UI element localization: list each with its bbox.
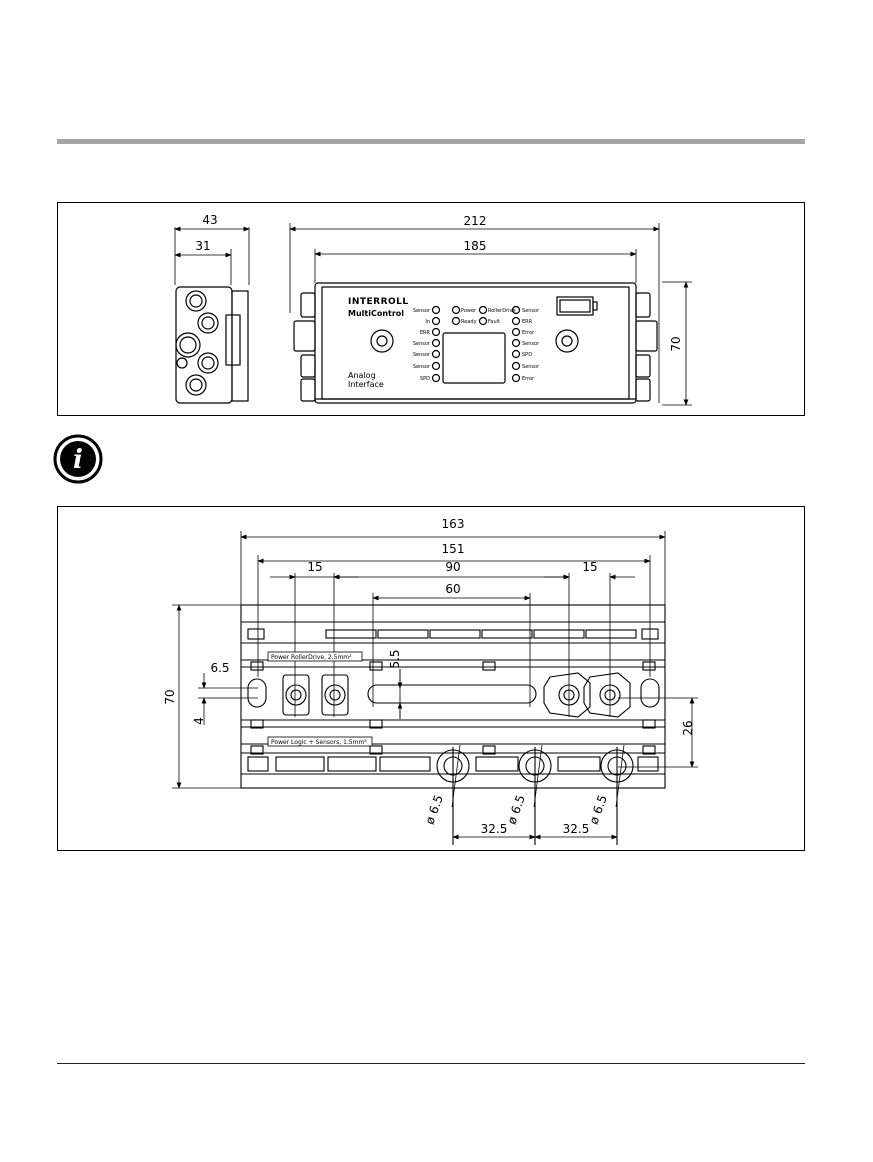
led-label: SPD xyxy=(420,376,430,382)
dim-90: 90 xyxy=(445,560,460,574)
dim-15-left: 15 xyxy=(307,560,322,574)
dim-side-31: 31 xyxy=(195,239,210,253)
hole-diameter-3: ø 6.5 xyxy=(586,793,610,826)
mounting-dimensions-drawing: 163 151 15 90 15 60 70 6.5 5.5 4 26 xyxy=(58,507,806,852)
label-power-logic: Power Logic + Sensors, 1.5mm² xyxy=(271,739,367,746)
led-label: SPD xyxy=(522,352,532,358)
dim-70-vertical: 70 xyxy=(163,689,177,704)
dim-pitch-right: 32.5 xyxy=(563,822,590,836)
led-label: Sensor xyxy=(522,341,540,347)
dim-front-212: 212 xyxy=(464,214,487,228)
led-label: Power xyxy=(461,308,477,314)
product-line-2: Interface xyxy=(348,380,384,389)
info-glyph: i xyxy=(73,445,83,475)
dim-4: 4 xyxy=(192,717,206,725)
led-label: Ready xyxy=(461,319,477,325)
header-rule xyxy=(57,139,805,144)
dim-front-185: 185 xyxy=(464,239,487,253)
dim-pitch-left: 32.5 xyxy=(481,822,508,836)
product-line-1: Analog xyxy=(348,371,376,380)
led-label: ERR xyxy=(420,330,431,336)
dim-15-right: 15 xyxy=(582,560,597,574)
mounting-dimensions-figure: 163 151 15 90 15 60 70 6.5 5.5 4 26 xyxy=(57,506,805,851)
footer-rule xyxy=(57,1063,805,1064)
dim-26: 26 xyxy=(681,720,695,735)
led-label: Fault xyxy=(488,319,500,325)
device-dimensions-figure: 43 31 212 185 70 xyxy=(57,202,805,416)
hole-diameter-1: ø 6.5 xyxy=(422,793,446,826)
led-label: RollerDrive xyxy=(488,308,516,314)
led-label: Sensor xyxy=(413,308,431,314)
led-label: In xyxy=(425,319,430,325)
led-label: Error xyxy=(522,330,535,336)
dim-60: 60 xyxy=(445,582,460,596)
dim-151: 151 xyxy=(442,542,465,556)
dim-front-70: 70 xyxy=(669,336,683,351)
side-view xyxy=(176,287,248,403)
led-label: Sensor xyxy=(413,352,431,358)
product-name: MultiControl xyxy=(348,309,404,318)
device-dimensions-drawing: 43 31 212 185 70 xyxy=(58,203,806,417)
dim-6-5: 6.5 xyxy=(210,661,229,675)
dim-side-43: 43 xyxy=(202,213,217,227)
led-label: ERR xyxy=(522,319,533,325)
led-label: Error xyxy=(522,376,535,382)
hole-diameter-2: ø 6.5 xyxy=(504,793,528,826)
label-power-rollerdrive: Power RollerDrive, 2.5mm² xyxy=(271,654,352,661)
led-label: Sensor xyxy=(413,364,431,370)
info-icon: i xyxy=(53,434,103,484)
led-label: Sensor xyxy=(522,308,540,314)
dim-5-5: 5.5 xyxy=(388,649,402,668)
led-label: Sensor xyxy=(413,341,431,347)
brand-logo: INTERROLL xyxy=(348,297,409,307)
led-label: Sensor xyxy=(522,364,540,370)
dim-163: 163 xyxy=(442,517,465,531)
